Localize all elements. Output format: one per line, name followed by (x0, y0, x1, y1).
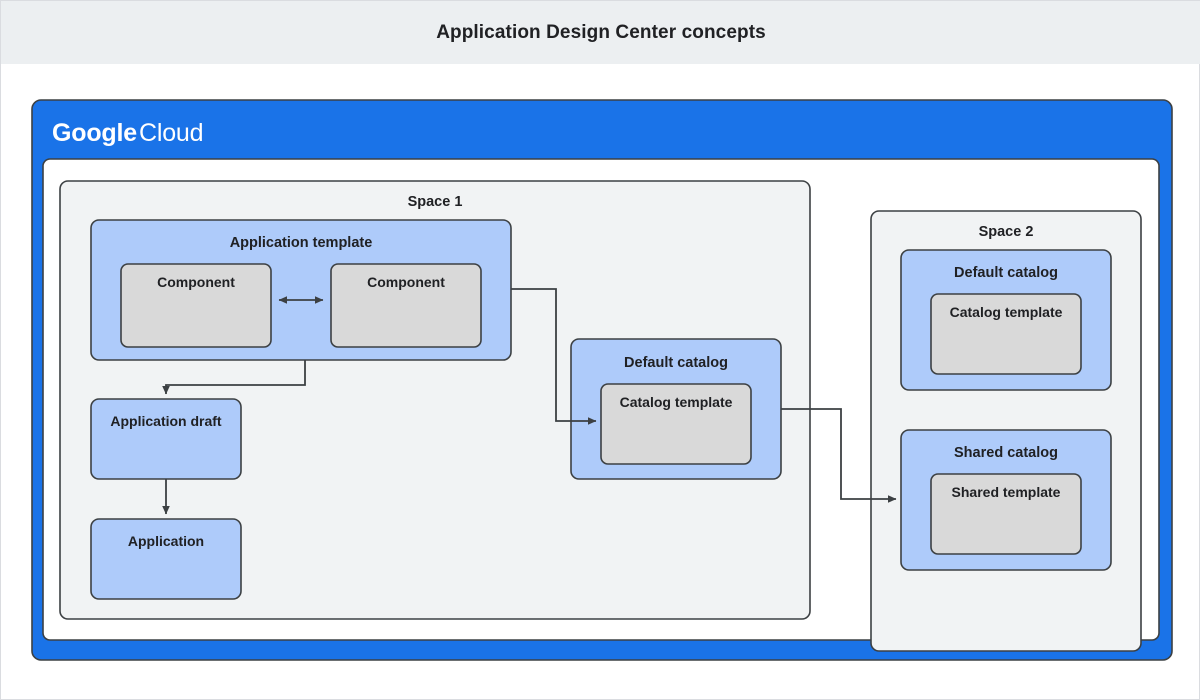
default-catalog-space2-label: Default catalog (954, 265, 1058, 281)
diagram-canvas: Google Cloud Space 1 Application templat… (1, 64, 1200, 700)
connector-layer (162, 288, 897, 515)
shared-template-space2-label: Shared template (952, 484, 1061, 500)
default-catalog-space1-label: Default catalog (624, 355, 728, 371)
google-cloud-brand-primary: Google (52, 119, 137, 147)
component-left-box[interactable] (120, 263, 272, 348)
shared-catalog-space2-label: Shared catalog (954, 445, 1058, 461)
application-box[interactable] (90, 518, 242, 600)
connector-template-to-draft (162, 360, 306, 395)
connector-template-to-default-catalog (511, 288, 597, 425)
application-template-group[interactable]: Application template Component Component (90, 219, 512, 361)
catalog-template-space2-label: Catalog template (950, 304, 1063, 320)
space-2-label: Space 2 (979, 224, 1034, 240)
component-left-label: Component (157, 274, 235, 290)
application-draft-box[interactable] (90, 398, 242, 480)
shared-template-space2-box[interactable] (930, 473, 1082, 555)
default-catalog-space2-group[interactable]: Default catalog Catalog template (900, 249, 1112, 391)
architecture-diagram: Google Cloud Space 1 Application templat… (31, 99, 1173, 661)
application-template-label: Application template (230, 235, 373, 251)
shared-catalog-space2-group[interactable]: Shared catalog Shared template (900, 429, 1112, 571)
component-right-box[interactable] (330, 263, 482, 348)
default-catalog-space1-group[interactable]: Default catalog Catalog template (570, 338, 782, 480)
application-node[interactable]: Application (90, 518, 242, 600)
application-draft-node[interactable]: Application draft (90, 398, 242, 480)
connector-default-catalog-to-shared-catalog (781, 408, 897, 503)
catalog-template-space1-box[interactable] (600, 383, 752, 465)
catalog-template-space2-box[interactable] (930, 293, 1082, 375)
page-title: Application Design Center concepts (436, 21, 766, 43)
title-bar: Application Design Center concepts (1, 1, 1200, 64)
google-cloud-brand-secondary: Cloud (139, 119, 203, 147)
space-1-label: Space 1 (408, 194, 463, 210)
application-label: Application (128, 533, 204, 549)
catalog-template-space1-label: Catalog template (620, 394, 733, 410)
application-draft-label: Application draft (110, 413, 222, 429)
component-right-label: Component (367, 274, 445, 290)
